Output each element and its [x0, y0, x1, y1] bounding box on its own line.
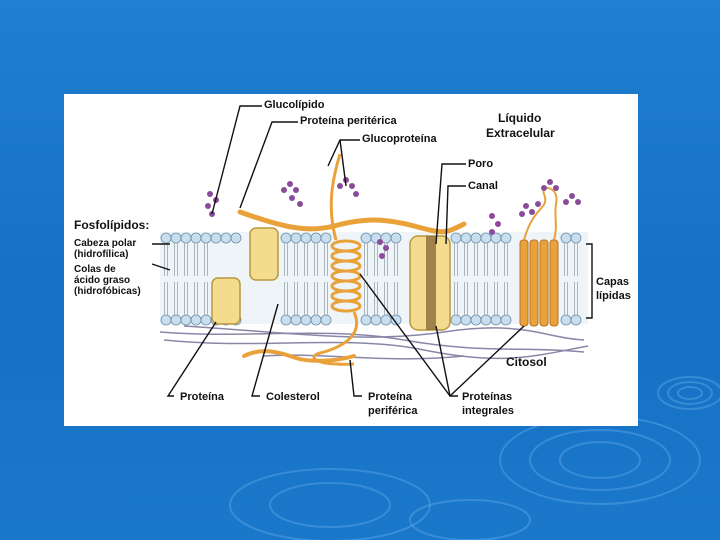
phospholipid-head	[491, 315, 501, 325]
sugar-unit	[337, 183, 343, 189]
label-glucolipido: Glucolípido	[264, 99, 325, 111]
phospholipid-head	[391, 233, 401, 243]
phospholipid-head	[201, 233, 211, 243]
phospholipid-head	[451, 233, 461, 243]
label-hidrofobicas: (hidrofóbicas)	[74, 286, 141, 297]
phospholipid-head	[161, 315, 171, 325]
cell-membrane-figure: Glucolípido Proteína peritérica Glucopro…	[64, 94, 638, 426]
sugar-unit	[205, 203, 211, 209]
phospholipid-head	[191, 233, 201, 243]
sugar-unit	[383, 245, 389, 251]
label-proteina-periferica-bottom-1: Proteína	[368, 391, 412, 403]
label-hidrofilica: (hidrofílica)	[74, 249, 128, 260]
phospholipid-head	[301, 315, 311, 325]
phospholipid-head	[201, 315, 211, 325]
phospholipid-head	[311, 233, 321, 243]
sugar-unit	[547, 179, 553, 185]
phospholipid-head	[301, 233, 311, 243]
phospholipid-head	[451, 315, 461, 325]
phospholipid-head	[371, 315, 381, 325]
phospholipid-head	[181, 233, 191, 243]
phospholipid-head	[561, 315, 571, 325]
phospholipid-head	[181, 315, 191, 325]
label-extracelular: Extracelular	[486, 127, 555, 139]
phospholipid-head	[361, 315, 371, 325]
label-glucoproteina: Glucoproteína	[362, 133, 437, 145]
sugar-unit	[379, 253, 385, 259]
phospholipid-head	[361, 233, 371, 243]
phospholipid-head	[481, 315, 491, 325]
label-cabeza-polar: Cabeza polar	[74, 238, 136, 249]
phospholipid-head	[211, 233, 221, 243]
sugar-unit	[349, 183, 355, 189]
phospholipid-head	[461, 233, 471, 243]
sugar-unit	[575, 199, 581, 205]
sugar-unit	[207, 191, 213, 197]
phospholipid-head	[171, 233, 181, 243]
phospholipid-head	[481, 233, 491, 243]
sugar-unit	[553, 185, 559, 191]
sugar-unit	[281, 187, 287, 193]
phospholipid-head	[221, 233, 231, 243]
label-proteina-periferica-top: Proteína peritérica	[300, 115, 397, 127]
phospholipid-head	[161, 233, 171, 243]
sugar-unit	[489, 229, 495, 235]
phospholipid-head	[321, 233, 331, 243]
phospholipid-head	[171, 315, 181, 325]
label-poro: Poro	[468, 158, 493, 170]
label-colesterol: Colesterol	[266, 391, 320, 403]
phospholipid-head	[501, 315, 511, 325]
phospholipid-head	[281, 315, 291, 325]
label-citosol: Citosol	[506, 356, 547, 368]
sugar-unit	[569, 193, 575, 199]
sugar-unit	[377, 239, 383, 245]
phospholipid-head	[381, 315, 391, 325]
sugar-unit	[495, 221, 501, 227]
membrane-illustration	[64, 94, 638, 426]
protein-upper-yellow	[250, 228, 278, 280]
sugar-unit	[535, 201, 541, 207]
phospholipid-head	[471, 315, 481, 325]
sugar-unit	[353, 191, 359, 197]
sugar-unit	[289, 195, 295, 201]
phospholipid-head	[471, 233, 481, 243]
sugar-unit	[287, 181, 293, 187]
label-canal: Canal	[468, 180, 498, 192]
label-fosfolipidos: Fosfolípidos:	[74, 219, 149, 231]
label-proteinas-integrales-1: Proteínas	[462, 391, 512, 403]
phospholipid-head	[571, 233, 581, 243]
phospholipid-head	[321, 315, 331, 325]
label-colas-de: Colas de	[74, 264, 116, 275]
phospholipid-head	[571, 315, 581, 325]
label-proteina-periferica-bottom-2: periférica	[368, 405, 418, 417]
sugar-unit	[541, 185, 547, 191]
phospholipid-head	[231, 233, 241, 243]
sugar-unit	[297, 201, 303, 207]
phospholipid-head	[461, 315, 471, 325]
phospholipid-head	[281, 233, 291, 243]
label-proteina: Proteína	[180, 391, 224, 403]
sugar-unit	[489, 213, 495, 219]
phospholipid-head	[501, 233, 511, 243]
cytoskeleton-fibers	[160, 326, 588, 359]
phospholipid-head	[561, 233, 571, 243]
pore-channel-protein	[410, 236, 450, 330]
sugar-unit	[293, 187, 299, 193]
sugar-unit	[529, 209, 535, 215]
phospholipid-head	[291, 233, 301, 243]
sugar-unit	[519, 211, 525, 217]
label-liquido: Líquido	[498, 112, 541, 124]
phospholipid-head	[291, 315, 301, 325]
label-lipidas: lípidas	[596, 290, 631, 302]
sugar-unit	[563, 199, 569, 205]
protein-lower-yellow	[212, 278, 240, 324]
phospholipid-head	[311, 315, 321, 325]
phospholipid-head	[191, 315, 201, 325]
label-capas: Capas	[596, 276, 629, 288]
sugar-unit	[523, 203, 529, 209]
label-proteinas-integrales-2: integrales	[462, 405, 514, 417]
label-acido-graso: ácido graso	[74, 275, 130, 286]
